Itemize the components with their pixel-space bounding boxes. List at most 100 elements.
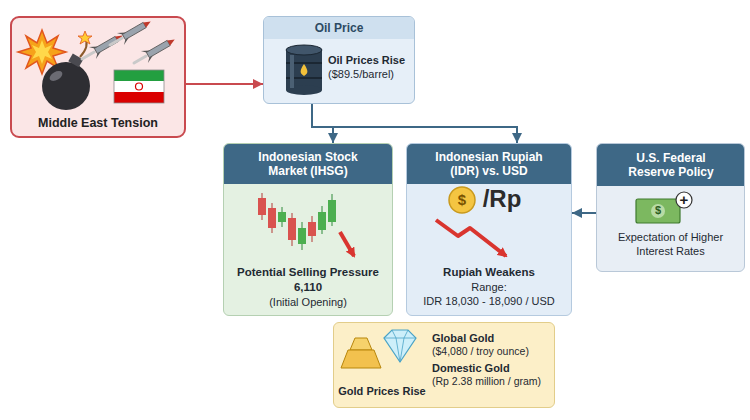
candlestick-chart [278, 212, 286, 222]
plus-symbol: + [678, 191, 690, 209]
node-heading: Indonesian Rupiah (IDR) vs. USD [427, 150, 551, 178]
banknote-icon [676, 192, 692, 208]
text-group: Expectation of Higher Interest Rates [603, 230, 738, 258]
missile-icon [146, 40, 170, 57]
oil-barrel-icon [301, 64, 308, 76]
missile-icon [115, 33, 124, 42]
candlestick-chart [302, 222, 303, 250]
gold-icon [384, 330, 416, 362]
candlestick-chart [282, 207, 283, 227]
bomb-icon [42, 31, 92, 110]
candlestick-chart [262, 193, 263, 220]
text-group: Oil Prices Rise($89.5/barrel) [328, 53, 414, 81]
node-value: ($4,080 / troy ounce) [432, 345, 554, 358]
process-box: Oil PriceOil Prices Rise($89.5/barrel) [263, 16, 415, 104]
candlestick-chart [298, 228, 306, 244]
text-group: U.S. Federal Reserve Policy [621, 151, 721, 179]
candlestick-chart [268, 208, 276, 228]
node-heading: Indonesian Stock Market (IHSG) [244, 150, 372, 178]
bomb-icon [80, 38, 87, 57]
explosion-burst [18, 30, 66, 74]
missile-icon [82, 52, 94, 59]
oil-barrel-icon [290, 55, 294, 88]
missile-icon [141, 47, 155, 63]
node-title: Middle East Tension [12, 116, 184, 131]
flag-icon [114, 70, 164, 103]
currency-symbol: $ [455, 191, 469, 209]
missile-icon [117, 29, 131, 45]
currency-icon [436, 220, 506, 256]
event-box: Middle East Tension [10, 16, 186, 138]
text-group: Gold Prices Rise [334, 384, 430, 398]
node-text: Expectation of Higher Interest Rates [603, 230, 738, 258]
candlestick-chart [272, 203, 273, 233]
market-box: Indonesian Stock Market (IHSG) Potential … [223, 143, 393, 316]
text-group: Rupiah WeakensRange:IDR 18,030 - 18,090 … [407, 265, 571, 308]
flow-arrow [312, 104, 517, 143]
node-text: Oil Prices Rise [328, 53, 414, 67]
text-group: Potential Selling Pressure6,110(Initial … [224, 265, 392, 309]
text-group: Global Gold($4,080 / troy ounce) Domestic… [432, 331, 554, 388]
node-text: Potential Selling Pressure [224, 265, 392, 280]
gold-icon [384, 330, 416, 362]
currency-icon [449, 187, 475, 213]
gold-icon [350, 338, 372, 350]
flag-icon [136, 83, 143, 90]
missile-icon [79, 29, 127, 65]
missile-icon [79, 15, 179, 69]
currency-box: Indonesian Rupiah (IDR) vs. USD Rupiah We… [406, 143, 572, 316]
flow-arrow [572, 212, 596, 214]
node-text: Domestic Gold [432, 361, 554, 375]
candlestick-chart [322, 206, 323, 234]
flow-arrow [312, 104, 333, 143]
oil-barrel-icon [286, 45, 322, 55]
node-heading: U.S. Federal Reserve Policy [621, 151, 721, 179]
text-group: Indonesian Rupiah (IDR) vs. USD [427, 150, 551, 178]
oil-barrel-icon [286, 45, 322, 95]
flag-icon [114, 70, 164, 103]
text-group: Middle East Tension [12, 116, 184, 131]
missile-icon [167, 37, 176, 46]
oil-barrel-icon [286, 85, 322, 95]
node-text: Global Gold [432, 331, 554, 345]
explosion-burst [32, 40, 52, 64]
node-text: Rupiah Weakens [407, 265, 571, 280]
currency-symbol: $ [652, 204, 664, 217]
candlestick-chart [340, 232, 354, 256]
candlestick-chart [332, 194, 333, 226]
flag-icon [114, 70, 164, 81]
missile-icon [134, 56, 146, 63]
text-group: Oil Price [264, 21, 414, 35]
missile-icon [89, 43, 103, 59]
candlestick-chart [312, 216, 313, 242]
candlestick-chart [292, 213, 293, 246]
candlestick-chart [318, 212, 326, 230]
candlestick-chart [328, 200, 336, 222]
bomb-icon [48, 69, 64, 83]
banknote-icon [651, 204, 665, 218]
missile-icon [143, 19, 152, 28]
banknote-icon [636, 199, 680, 223]
missile-icon [110, 38, 122, 45]
candlestick-chart [308, 222, 316, 236]
policy-box: U.S. Federal Reserve PolicyExpectation o… [596, 143, 745, 272]
bomb-icon [68, 54, 83, 68]
candlestick-chart [258, 193, 354, 256]
missile-icon [131, 33, 179, 69]
gold-icon [341, 330, 416, 368]
missile-icon [122, 22, 146, 39]
candlestick-chart [258, 198, 266, 215]
oil-barrel-icon [286, 77, 322, 79]
gold-icon [341, 350, 381, 368]
explosion-burst [18, 30, 66, 74]
missile-icon [107, 15, 155, 51]
node-value: IDR 18,030 - 18,090 / USD [407, 294, 571, 308]
node-value: ($89.5/barrel) [328, 67, 414, 81]
node-note: (Initial Opening) [224, 295, 392, 309]
currency-symbol: /Rp [477, 185, 527, 213]
banknote-icon [636, 192, 692, 223]
bomb-icon [78, 31, 92, 44]
